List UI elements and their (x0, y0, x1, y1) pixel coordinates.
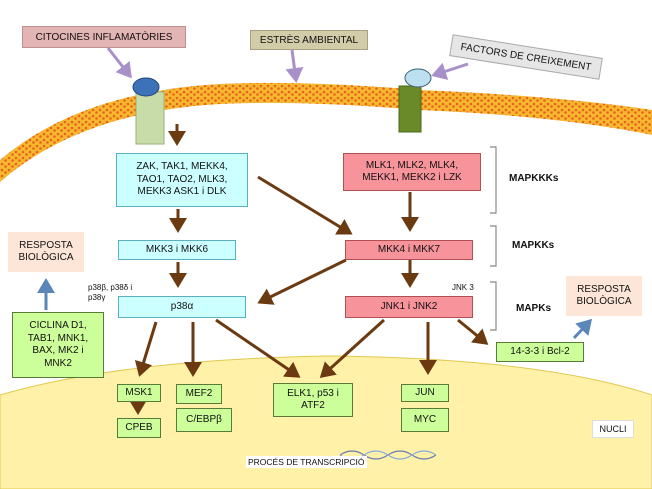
target-cpeb: CPEB (117, 418, 161, 438)
receptor-left (132, 77, 165, 145)
transcription-label: PROCÉS DE TRANSCRIPCIÓ (246, 456, 367, 468)
level-mapkks: MAPKKs (512, 240, 555, 251)
cell-membrane (0, 82, 652, 182)
right-mapk-box: JNK1 i JNK2 (345, 296, 473, 318)
target-myc: MYC (401, 408, 449, 432)
input-citocines: CITOCINES INFLAMATÒRIES (22, 26, 186, 48)
right-mapkkk-box: MLK1, MLK2, MLK4, MEKK1, MEKK2 i LZK (343, 153, 481, 191)
response-left: RESPOSTA BIOLÒGICA (8, 232, 84, 272)
target-ciclina: CICLINA D1, TAB1, MNK1, BAX, MK2 i MNK2 (12, 312, 104, 378)
receptor-right (398, 68, 432, 133)
target-mef2: MEF2 (176, 384, 222, 404)
left-mapkk-box: MKK3 i MKK6 (118, 240, 236, 260)
target-bcl2: 14-3-3 i Bcl-2 (496, 342, 584, 362)
jnk3-label: JNK 3 (452, 283, 474, 292)
left-mapkkk-box: ZAK, TAK1, MEKK4, TAO1, TAO2, MLK3, MEKK… (116, 153, 248, 207)
level-mapks: MAPKs (516, 303, 552, 314)
level-mapkkks: MAPKKKs (509, 173, 559, 184)
target-jun: JUN (401, 384, 449, 402)
input-estres: ESTRÈS AMBIENTAL (250, 30, 368, 50)
left-mapk-box: p38α (118, 296, 246, 318)
right-mapkk-box: MKK4 i MKK7 (345, 240, 473, 260)
target-elk1: ELK1, p53 i ATF2 (273, 383, 353, 417)
nucleus-label: NUCLI (592, 420, 634, 438)
response-right: RESPOSTA BIOLÒGICA (566, 276, 642, 316)
target-msk1: MSK1 (117, 384, 161, 402)
target-cebp: C/EBPβ (176, 408, 232, 432)
p38-isoforms-label: p38β, p38δ i p38γ (88, 283, 133, 302)
